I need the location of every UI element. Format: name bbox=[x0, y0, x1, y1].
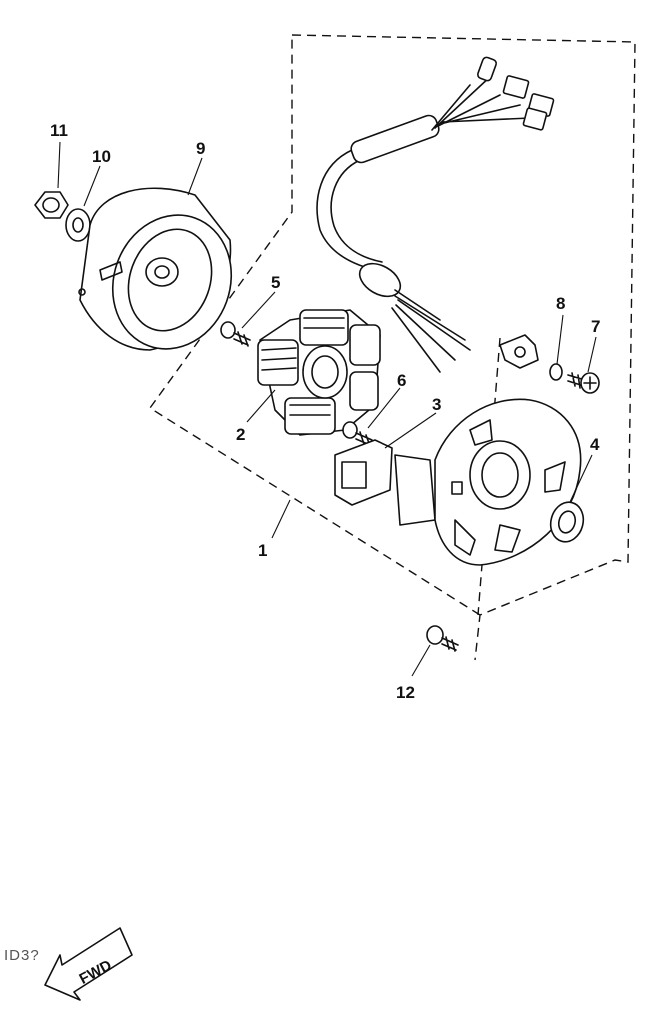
callout-10: 10 bbox=[92, 147, 111, 166]
part-5-screw bbox=[220, 321, 251, 347]
part-4-oil-seal bbox=[549, 501, 585, 543]
callout-11: 11 bbox=[50, 121, 68, 140]
wire-harness bbox=[316, 56, 555, 373]
part-11-nut bbox=[34, 191, 69, 219]
part-7-screw bbox=[567, 372, 600, 394]
corner-code: ID3? bbox=[4, 947, 40, 964]
callout-7: 7 bbox=[591, 317, 600, 336]
part-8-washer bbox=[549, 363, 563, 381]
callout-12: 12 bbox=[396, 683, 415, 702]
callout-9: 9 bbox=[196, 139, 205, 158]
callout-4: 4 bbox=[590, 435, 600, 454]
part-6-screw bbox=[342, 421, 373, 447]
part-2-stator-coil bbox=[257, 309, 381, 436]
callout-8: 8 bbox=[556, 294, 565, 313]
callout-6: 6 bbox=[397, 371, 406, 390]
callout-labels: 1 2 3 4 5 6 7 8 9 10 11 12 bbox=[50, 121, 600, 702]
callout-1: 1 bbox=[258, 541, 267, 560]
part-10-washer bbox=[65, 208, 91, 242]
part-9-flywheel-rotor bbox=[78, 187, 233, 351]
wire-clamp bbox=[499, 334, 539, 369]
callout-2: 2 bbox=[236, 425, 245, 444]
fwd-arrow-icon: FWD bbox=[44, 927, 133, 1001]
part-3-pickup-coil bbox=[334, 439, 436, 526]
callout-5: 5 bbox=[271, 273, 280, 292]
part-12-bolt bbox=[426, 625, 459, 652]
corner-code-text: ID3? bbox=[4, 947, 40, 964]
callout-3: 3 bbox=[432, 395, 441, 414]
stator-base-plate bbox=[434, 398, 582, 566]
leader-lines bbox=[57, 141, 597, 677]
